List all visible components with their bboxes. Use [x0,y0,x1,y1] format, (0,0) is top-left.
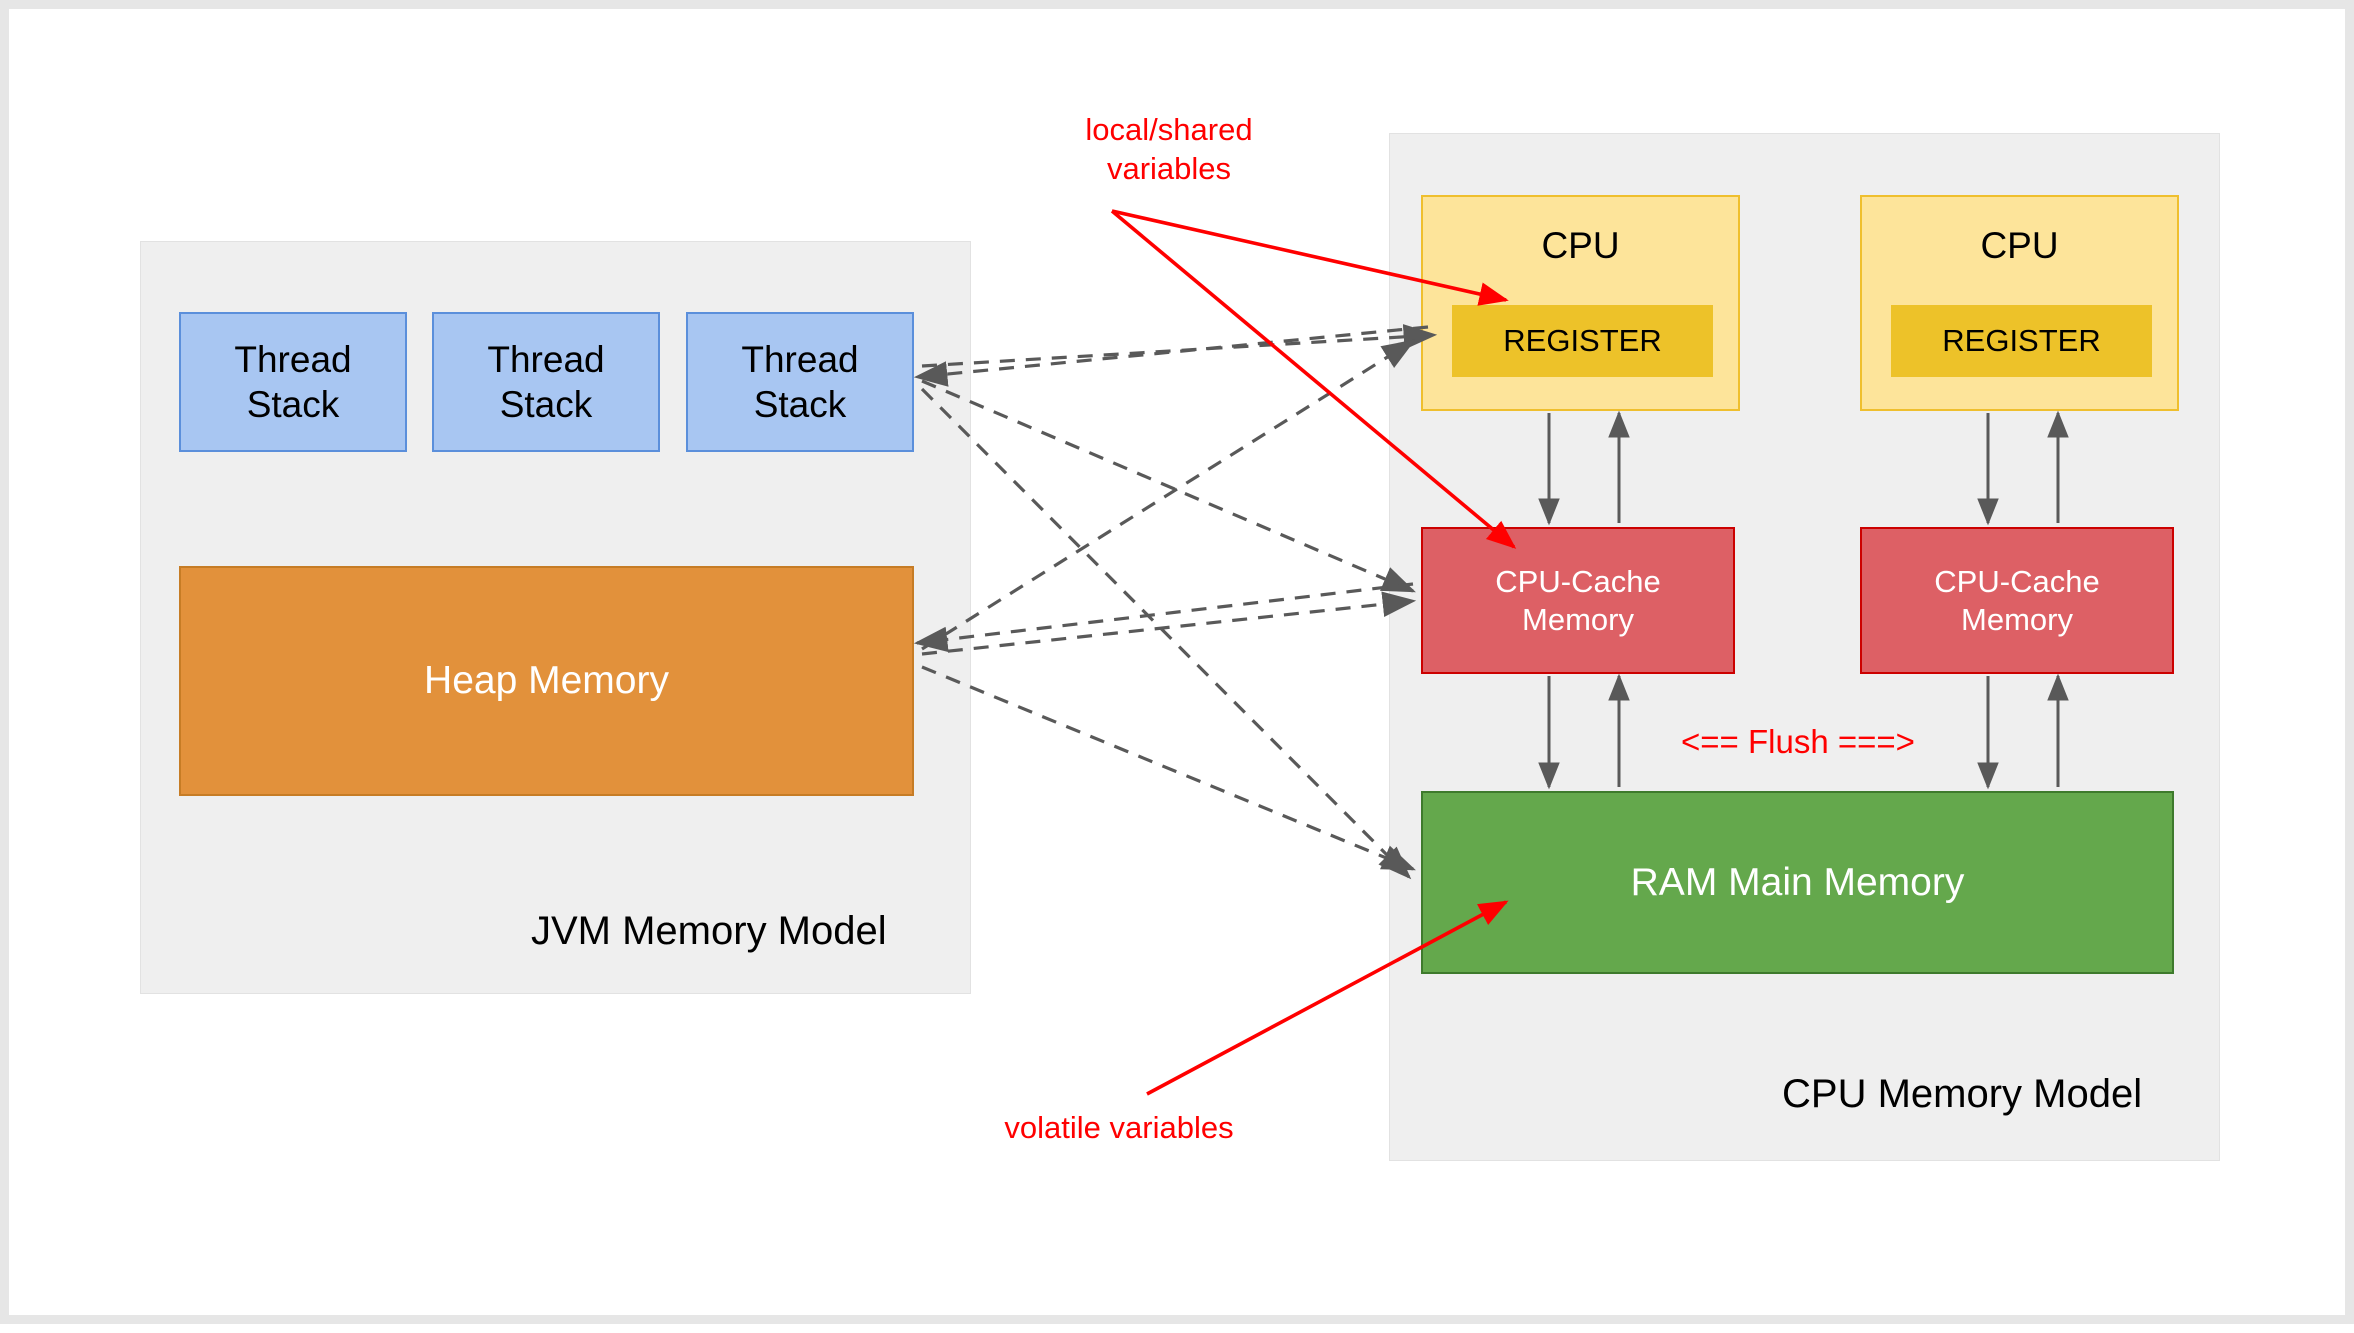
local-shared-variables-label: local/shared variables [1085,112,1253,186]
dashed-arrow-threadstack-to-register [921,324,1438,368]
cpu-title-2: CPU [1980,225,2059,266]
thread-stack-box-3: Thread Stack [686,312,914,452]
cpu-box-2: CPU REGISTER [1860,195,2179,411]
register-box-1: REGISTER [1452,305,1713,377]
heap-memory-box: Heap Memory [179,566,914,796]
flush-label: <== Flush ===> [1681,723,1915,760]
volatile-variables-label: volatile variables [1004,1110,1234,1145]
cpu-box-1: CPU REGISTER [1421,195,1740,411]
dashed-arrow-heap-to-cache [921,591,1417,656]
dashed-arrow-heap-to-register [921,339,1416,651]
thread-stack-box-2: Thread Stack [432,312,660,452]
cpu-title-1: CPU [1541,225,1620,266]
cpu-cache-memory-box-1: CPU-Cache Memory [1421,527,1735,674]
jvm-memory-model-label: JVM Memory Model [531,909,887,953]
thread-stack-box-1: Thread Stack [179,312,407,452]
dashed-arrow-register-to-threadstack [913,325,1429,387]
dashed-arrow-cache-to-heap [913,582,1414,653]
ram-main-memory-box: RAM Main Memory [1421,791,2174,974]
dashed-arrow-heap-to-ram [921,665,1416,871]
cpu-cache-memory-box-2: CPU-Cache Memory [1860,527,2174,674]
dashed-arrow-threadstack-to-cache [921,379,1416,593]
dashed-arrow-threadstack-to-ram [920,387,1412,880]
cpu-memory-model-label: CPU Memory Model [1782,1072,2143,1116]
register-box-2: REGISTER [1891,305,2152,377]
